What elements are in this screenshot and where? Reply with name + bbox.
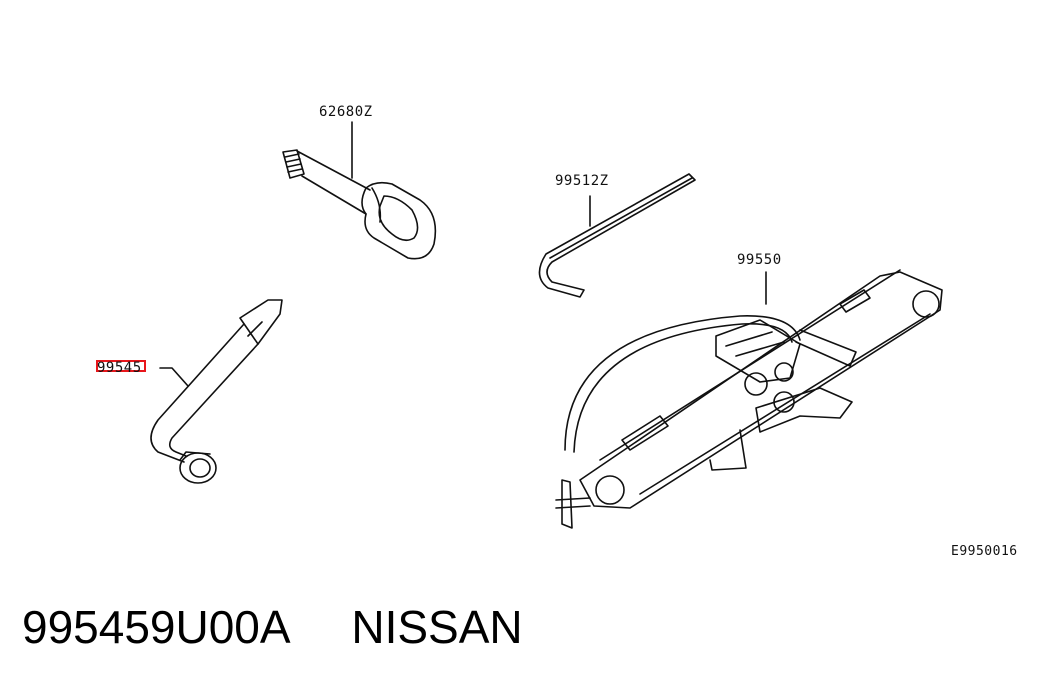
parts-diagram [150, 121, 943, 529]
part-number: 995459U00A [22, 601, 291, 653]
callout-wheel-wrench: 99545 [97, 360, 142, 376]
caption: 995459U00A NISSAN [22, 600, 523, 654]
brand-name: NISSAN [351, 601, 523, 653]
figure-code: E9950016 [951, 544, 1018, 559]
hex-wrench-drawing [538, 173, 696, 298]
tow-hook-drawing [282, 121, 437, 260]
callout-jack: 99550 [737, 252, 782, 268]
scissor-jack-drawing [555, 269, 943, 529]
highlight-box [96, 360, 146, 372]
callout-tow-hook: 62680Z [319, 104, 373, 120]
wheel-wrench-drawing [150, 299, 283, 484]
callout-hex-wrench: 99512Z [555, 173, 609, 189]
